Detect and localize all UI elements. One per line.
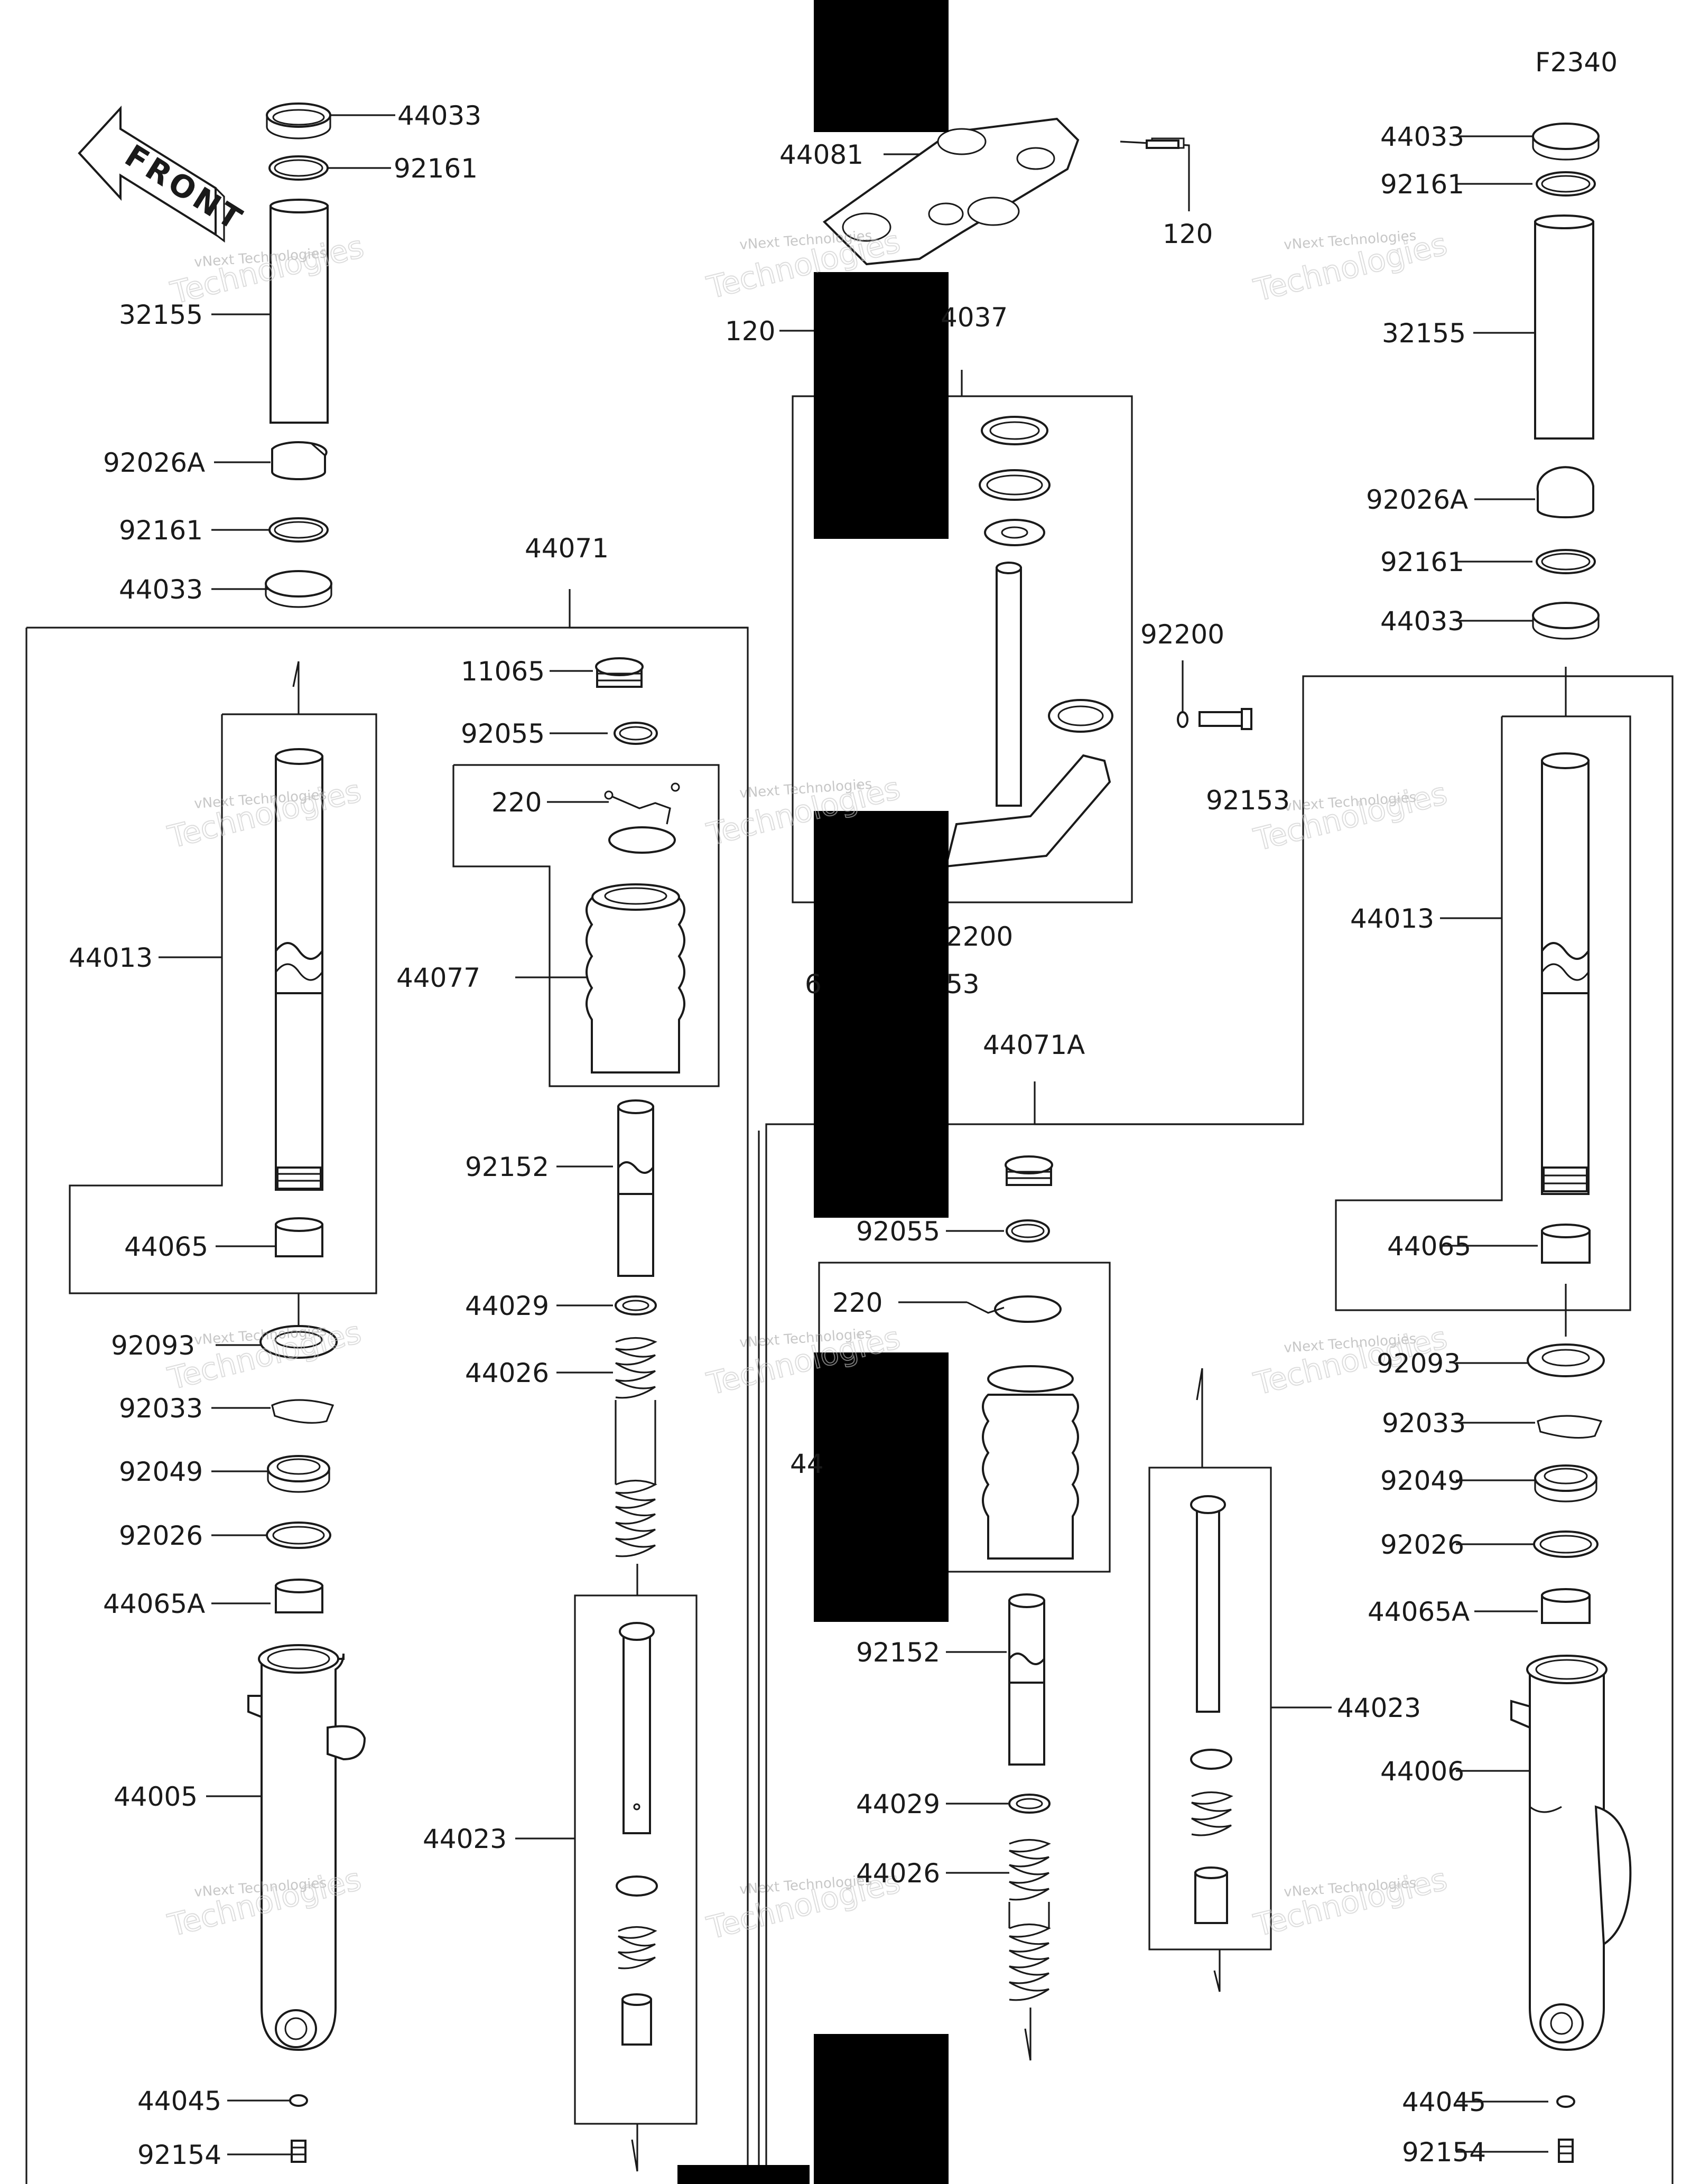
part-label: 44 xyxy=(790,1449,824,1479)
front-label: FRONT xyxy=(119,137,250,238)
leader-lines xyxy=(159,114,1548,2155)
redaction-blocks xyxy=(677,0,949,2184)
part-label: 44065 xyxy=(124,1231,208,1262)
part-label: 44077 xyxy=(396,963,480,993)
part-label: 220 xyxy=(832,1287,882,1318)
watermarks: vNext Technologies Technologies vNext Te… xyxy=(164,222,1451,1946)
watermark-large: Technologies xyxy=(164,772,365,855)
part-label: 6 xyxy=(805,969,822,1000)
part-label: 44023 xyxy=(1337,1693,1421,1723)
part-label: 44026 xyxy=(465,1358,549,1388)
part-label: 92033 xyxy=(1382,1408,1466,1439)
part-label: 44023 xyxy=(423,1824,507,1854)
part-label: 44045 xyxy=(137,2086,221,2116)
part-label: 92026 xyxy=(119,1520,203,1551)
part-label: 92026 xyxy=(1380,1529,1464,1560)
part-label: 92093 xyxy=(111,1330,195,1361)
part-label: 44026 xyxy=(856,1858,940,1889)
part-label: 220 xyxy=(491,787,542,818)
part-label: 44081 xyxy=(779,139,863,170)
part-label: 92152 xyxy=(465,1152,549,1182)
part-label: 44071A xyxy=(983,1030,1085,1060)
part-label: 44033 xyxy=(1380,122,1464,152)
diagram-code: F2340 xyxy=(1535,47,1618,78)
part-label: 92200 xyxy=(1140,619,1224,650)
watermark-large: Technologies xyxy=(1250,1861,1451,1943)
part-label: 92055 xyxy=(461,718,545,749)
part-label: 92154 xyxy=(137,2140,221,2170)
part-label: 44005 xyxy=(114,1781,198,1812)
part-label: 53 xyxy=(946,969,980,1000)
part-label: 44065A xyxy=(103,1589,205,1619)
part-label: 92154 xyxy=(1402,2137,1486,2168)
part-labels: 44033 92161 32155 92026A 92161 44033 440… xyxy=(69,100,1486,2170)
part-label: 44045 xyxy=(1402,2087,1486,2117)
part-label: 92026A xyxy=(103,447,205,478)
front-arrow-icon: FRONT xyxy=(78,105,250,243)
left-fork-parts xyxy=(247,102,685,2163)
part-label: 32155 xyxy=(119,300,203,330)
part-label: 44013 xyxy=(69,942,153,973)
part-label: 120 xyxy=(1163,219,1213,249)
part-label: 44071 xyxy=(525,533,609,564)
part-label: 92161 xyxy=(1380,169,1464,200)
part-label: 92153 xyxy=(1206,785,1290,816)
part-label: 44033 xyxy=(397,100,481,131)
part-label: 92049 xyxy=(119,1457,203,1487)
part-label: 92161 xyxy=(1380,547,1464,577)
center-steering-parts xyxy=(822,117,1252,2001)
part-label: 92033 xyxy=(119,1393,203,1424)
part-label: 44065A xyxy=(1368,1597,1470,1627)
part-label: 92093 xyxy=(1377,1348,1461,1379)
part-label: 4037 xyxy=(941,302,1008,333)
part-label: 44033 xyxy=(1380,606,1464,637)
part-label: 92026A xyxy=(1366,484,1468,515)
part-label: 92055 xyxy=(856,1216,940,1247)
part-label: 92049 xyxy=(1380,1466,1464,1496)
part-label: 44013 xyxy=(1350,903,1434,934)
part-label: 44029 xyxy=(465,1291,549,1321)
part-label: 92161 xyxy=(394,153,478,184)
part-label: 44065 xyxy=(1387,1231,1471,1262)
part-label: 120 xyxy=(725,316,775,347)
watermark-large: Technologies xyxy=(167,228,367,311)
part-label: 32155 xyxy=(1382,318,1466,349)
right-fork-parts xyxy=(1510,123,1632,2163)
part-label: 2200 xyxy=(946,921,1013,952)
part-label: 11065 xyxy=(461,656,545,687)
part-label: 92152 xyxy=(856,1637,940,1668)
part-label: 44006 xyxy=(1380,1756,1464,1787)
part-label: 92161 xyxy=(119,515,203,546)
part-label: 44029 xyxy=(856,1789,940,1819)
part-label: 44033 xyxy=(119,574,203,605)
